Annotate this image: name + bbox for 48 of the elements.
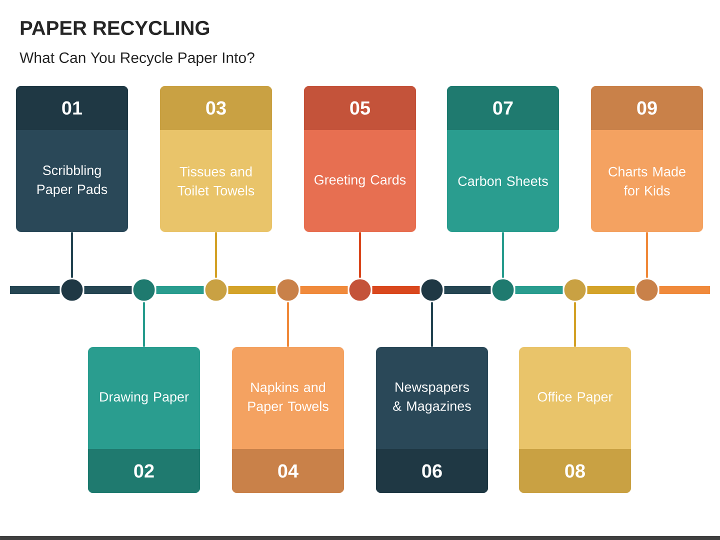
title: PAPER RECYCLING bbox=[20, 20, 210, 36]
timeline-dot bbox=[132, 278, 156, 302]
subtitle: What Can You Recycle Paper Into? bbox=[20, 52, 254, 66]
connector-line bbox=[10, 286, 60, 294]
card-text: Newspapers & Magazines bbox=[393, 382, 471, 414]
connector-line bbox=[574, 302, 576, 347]
step-number: 02 bbox=[134, 464, 154, 478]
timeline-dot bbox=[60, 278, 84, 302]
step-number: 01 bbox=[62, 101, 82, 115]
timeline-dot bbox=[634, 278, 660, 302]
timeline-dot bbox=[348, 278, 372, 302]
step-number: 03 bbox=[206, 101, 226, 115]
connector-line bbox=[359, 232, 361, 278]
step-number: 08 bbox=[565, 464, 585, 478]
connector-line bbox=[71, 232, 73, 278]
connector-line bbox=[515, 286, 563, 294]
timeline-dot bbox=[276, 278, 300, 302]
connector-line bbox=[84, 286, 132, 294]
card-text: Tissues and Toilet Towels bbox=[178, 166, 254, 196]
connector-line bbox=[502, 232, 504, 278]
step-number: 04 bbox=[278, 464, 298, 478]
timeline-dot bbox=[562, 278, 588, 302]
connector-line bbox=[300, 286, 348, 294]
card-text: Greeting Cards bbox=[314, 174, 406, 188]
timeline-dot bbox=[490, 278, 516, 302]
card-text: Office Paper bbox=[538, 392, 613, 404]
connector-line bbox=[228, 286, 276, 294]
connector-line bbox=[587, 286, 635, 294]
card-text: Drawing Paper bbox=[100, 392, 189, 404]
connector-line bbox=[215, 232, 217, 278]
connector-line bbox=[143, 302, 145, 347]
step-number: 09 bbox=[637, 101, 657, 115]
connector-line bbox=[287, 302, 289, 347]
card-text: Napkins and Paper Towels bbox=[248, 382, 328, 414]
step-number: 05 bbox=[350, 101, 370, 115]
connector-line bbox=[659, 286, 710, 294]
connector-line bbox=[372, 286, 420, 294]
connector-line bbox=[646, 232, 648, 278]
step-number: 06 bbox=[422, 464, 442, 478]
card-text: Charts Made for Kids bbox=[608, 166, 686, 196]
timeline-dot bbox=[420, 278, 444, 302]
card-text: Carbon Sheets bbox=[458, 176, 548, 186]
timeline-dot bbox=[204, 278, 228, 302]
step-number: 07 bbox=[493, 101, 513, 115]
connector-line bbox=[444, 286, 491, 294]
connector-line bbox=[156, 286, 204, 294]
card-text: Scribbling Paper Pads bbox=[37, 165, 108, 197]
connector-line bbox=[431, 302, 433, 347]
